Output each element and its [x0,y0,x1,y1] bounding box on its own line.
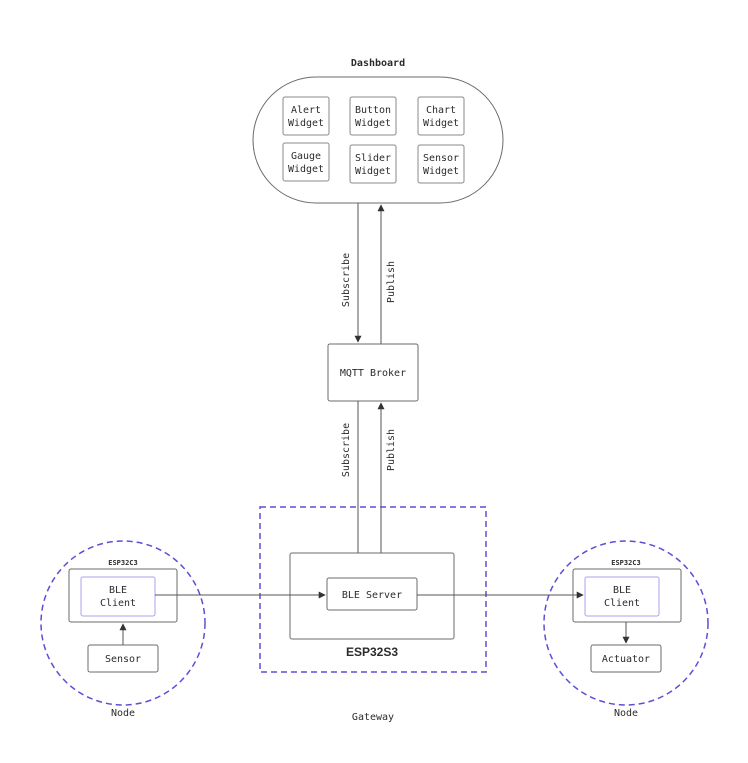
esp32s3-label: ESP32S3 [346,645,398,659]
left-ble-client-box [80,576,156,617]
widget-label-line2: Widget [355,166,391,177]
gateway-caption: Gateway [352,712,394,723]
left-node-dashed-circle [40,540,206,706]
left-ble-client-line1: BLE [109,585,127,596]
widget-gauge: Gauge Widget [282,142,330,182]
left-ble-client-line2: Client [100,598,136,609]
widget-label-line2: Widget [288,118,324,129]
gateway-dashed-border [259,506,487,673]
widget-button: Button Widget [349,96,397,136]
publish-label-top: Publish [386,261,397,303]
left-node-caption: Node [111,708,135,719]
widget-alert: Alert Widget [282,96,330,136]
right-node-caption: Node [614,708,638,719]
sensor-box [87,644,159,673]
subscribe-label-top: Subscribe [341,253,352,307]
left-esp32c3-label: ESP32C3 [108,559,138,567]
widget-label-line1: Chart [426,105,456,116]
right-node-dashed-circle [543,540,709,706]
widget-label-line2: Widget [355,118,391,129]
subscribe-label-bottom: Subscribe [341,423,352,477]
right-esp32c3-label: ESP32C3 [611,559,641,567]
widget-label-line2: Widget [423,118,459,129]
mqtt-broker-label: MQTT Broker [340,368,406,379]
right-ble-client-line2: Client [604,598,640,609]
widget-label-line1: Slider [355,153,391,164]
mqtt-broker-box [327,343,419,402]
widget-slider: Slider Widget [349,144,397,184]
widget-label-line1: Alert [291,105,321,116]
right-ble-client-box [584,576,660,617]
ble-server-label: BLE Server [342,590,402,601]
actuator-box [590,644,662,673]
publish-label-bottom: Publish [386,429,397,471]
widget-label-line2: Widget [288,164,324,175]
dashboard-title: Dashboard [351,58,405,69]
widget-label-line1: Sensor [423,153,459,164]
widget-label-line2: Widget [423,166,459,177]
dashboard-container [252,76,504,204]
ble-server-box [326,577,418,611]
widget-label-line1: Gauge [291,151,321,162]
widget-chart: Chart Widget [417,96,465,136]
sensor-label: Sensor [105,654,141,665]
widget-label-line1: Button [355,105,391,116]
right-ble-client-line1: BLE [613,585,631,596]
actuator-label: Actuator [602,654,650,665]
widget-sensor: Sensor Widget [417,144,465,184]
